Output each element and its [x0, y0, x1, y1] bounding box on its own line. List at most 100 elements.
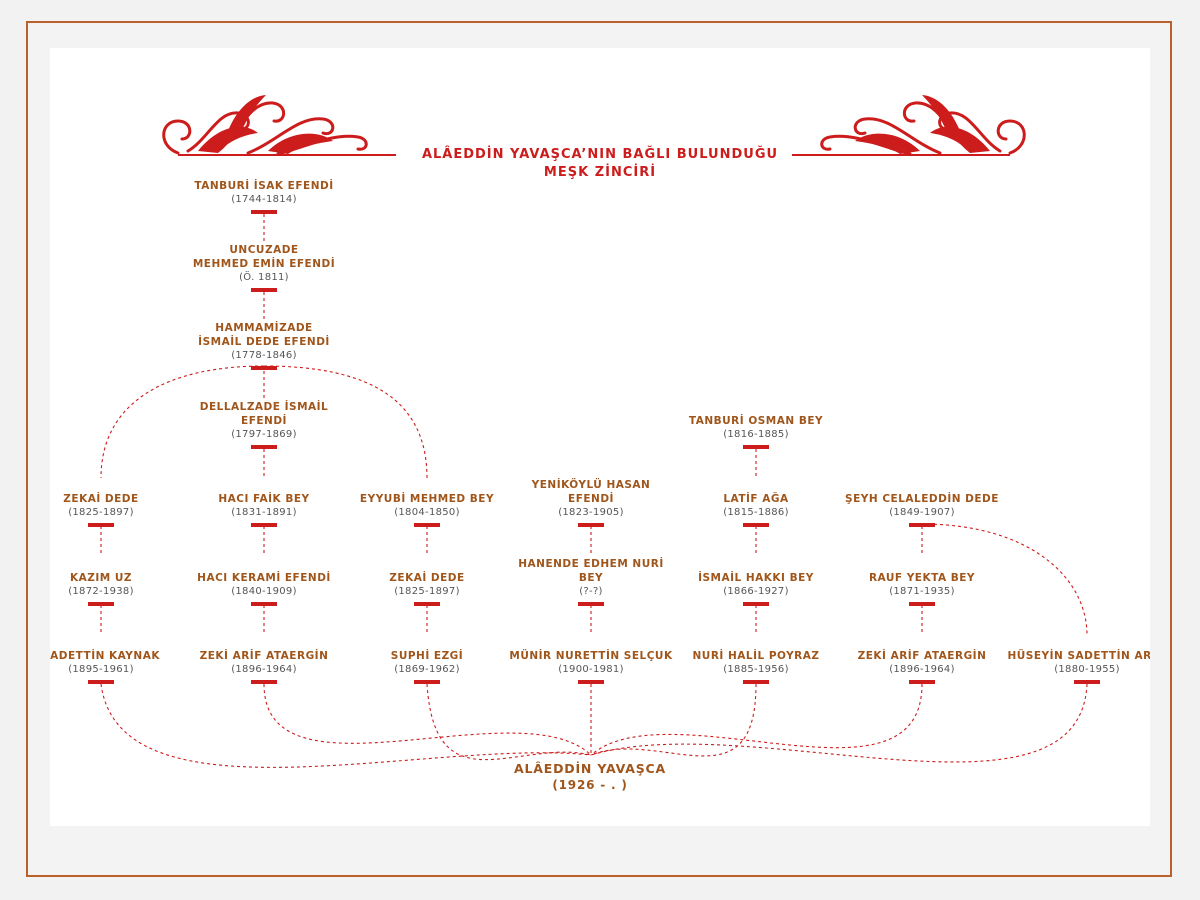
- person-dates: (1778-1846): [231, 350, 297, 361]
- person-dates: (1869-1962): [394, 664, 460, 675]
- person-hanende-edhem: HANENDE EDHEM NURİ BEY (?-?): [491, 557, 691, 599]
- person-huseyin-sadettin: HÜSEYİN SADETTİN AREL (1880-1955): [987, 649, 1150, 677]
- person-name: ZEKAİ DEDE: [63, 493, 139, 505]
- scroll-ornament-left-icon: [162, 95, 396, 156]
- person-zeki-arif-ataergin-2: ZEKİ ARİF ATAERGİN (1896-1964): [822, 649, 1022, 677]
- person-bar: [251, 366, 277, 370]
- person-dates: (1896-1964): [889, 664, 955, 675]
- person-bar: [251, 288, 277, 292]
- person-name: DELLALZADE İSMAİL EFENDİ: [199, 401, 329, 427]
- person-zekai-dede: ZEKAİ DEDE (1825-1897): [50, 492, 201, 520]
- person-dates: (1880-1955): [1054, 664, 1120, 675]
- person-dates: (1831-1891): [231, 507, 297, 518]
- person-name: ZEKAİ DEDE: [389, 572, 465, 584]
- person-dates: (1896-1964): [231, 664, 297, 675]
- person-bar: [578, 602, 604, 606]
- person-dates: (1825-1897): [394, 586, 460, 597]
- person-dates: (1840-1909): [231, 586, 297, 597]
- person-bar: [251, 210, 277, 214]
- person-bar: [909, 523, 935, 527]
- person-bar: [88, 602, 114, 606]
- person-kazim-uz: KAZIM UZ (1872-1938): [50, 571, 201, 599]
- person-name: HACI FAİK BEY: [218, 493, 310, 505]
- person-eyyubi: EYYUBİ MEHMED BEY (1804-1850): [327, 492, 527, 520]
- person-bar: [909, 680, 935, 684]
- final-student-name: ALÂEDDİN YAVAŞCA: [514, 761, 666, 776]
- person-name: ŞEYH CELALEDDİN DEDE: [845, 493, 999, 505]
- person-bar: [251, 602, 277, 606]
- person-name: KAZIM UZ: [69, 572, 133, 584]
- person-munir-nurettin: MÜNİR NURETTİN SELÇUK (1900-1981): [491, 649, 691, 677]
- person-dellalzade: DELLALZADE İSMAİL EFENDİ (1797-1869): [164, 400, 364, 442]
- link-celaleddin-huseyin: [921, 523, 1088, 636]
- person-dates: (1797-1869): [231, 429, 297, 440]
- link-hammamizade-eyyubi: [263, 365, 428, 479]
- person-name: SUPHİ EZGİ: [390, 650, 464, 662]
- link-zeki-arif-1-final: [263, 683, 592, 756]
- person-haci-faik: HACI FAİK BEY (1831-1891): [164, 492, 364, 520]
- person-name: TANBURİ OSMAN BEY: [688, 415, 824, 427]
- lineage-links: [100, 214, 1088, 768]
- final-student: ALÂEDDİN YAVAŞCA (1926 - . ): [440, 760, 740, 794]
- person-bar: [578, 680, 604, 684]
- person-bar: [743, 602, 769, 606]
- person-dates: (1816-1885): [723, 429, 789, 440]
- person-bar: [414, 523, 440, 527]
- person-dates: (1872-1938): [68, 586, 134, 597]
- person-dates: (1849-1907): [889, 507, 955, 518]
- person-dates: (1815-1886): [723, 507, 789, 518]
- person-name: UNCUZADE MEHMED EMİN EFENDİ: [192, 244, 336, 270]
- person-seyh-celaleddin: ŞEYH CELALEDDİN DEDE (1849-1907): [822, 492, 1022, 520]
- person-dates: (1804-1850): [394, 507, 460, 518]
- person-dates: (1823-1905): [558, 507, 624, 518]
- person-bar: [251, 445, 277, 449]
- person-dates: (1871-1935): [889, 586, 955, 597]
- person-dates: (Ö. 1811): [239, 272, 289, 283]
- title-line-1: ALÂEDDİN YAVAŞCA’NIN BAĞLI BULUNDUĞU: [421, 147, 779, 162]
- person-yenikoylu: YENİKÖYLÜ HASAN EFENDİ (1823-1905): [491, 478, 691, 520]
- person-nuri-halil: NURİ HALİL POYRAZ (1885-1956): [656, 649, 856, 677]
- person-name: MÜNİR NURETTİN SELÇUK: [509, 650, 673, 662]
- person-bar: [414, 602, 440, 606]
- person-tanburi-osman: TANBURİ OSMAN BEY (1816-1885): [656, 414, 856, 442]
- link-suphi-final: [426, 683, 592, 761]
- person-dates: (1744-1814): [231, 194, 297, 205]
- person-zekai-dede-2: ZEKAİ DEDE (1825-1897): [327, 571, 527, 599]
- person-bar: [578, 523, 604, 527]
- person-suphi-ezgi: SUPHİ EZGİ (1869-1962): [327, 649, 527, 677]
- person-dates: (?-?): [579, 586, 603, 597]
- person-sadettin-kaynak: SADETTİN KAYNAK (1895-1961): [50, 649, 201, 677]
- person-name: TANBURİ İSAK EFENDİ: [194, 180, 334, 192]
- person-name: HAMMAMİZADE İSMAİL DEDE EFENDİ: [198, 322, 330, 348]
- person-name: SADETTİN KAYNAK: [50, 650, 160, 662]
- person-bar: [88, 680, 114, 684]
- person-name: ZEKİ ARİF ATAERGİN: [857, 650, 987, 662]
- person-latif-aga: LATİF AĞA (1815-1886): [656, 492, 856, 520]
- link-hammamizade-zekai: [100, 365, 265, 479]
- person-name: HÜSEYİN SADETTİN AREL: [1007, 650, 1150, 662]
- person-name: RAUF YEKTA BEY: [868, 572, 976, 584]
- diagram-title: ALÂEDDİN YAVAŞCA’NIN BAĞLI BULUNDUĞU MEŞ…: [390, 146, 810, 182]
- link-nuri-final: [590, 683, 757, 757]
- person-dates: (1885-1956): [723, 664, 789, 675]
- person-bar: [743, 523, 769, 527]
- person-dates: (1825-1897): [68, 507, 134, 518]
- person-bar: [909, 602, 935, 606]
- person-bar: [743, 680, 769, 684]
- person-bar: [88, 523, 114, 527]
- person-name: LATİF AĞA: [723, 493, 789, 505]
- person-name: NURİ HALİL POYRAZ: [692, 650, 820, 662]
- diagram-canvas: ALÂEDDİN YAVAŞCA’NIN BAĞLI BULUNDUĞU MEŞ…: [50, 48, 1150, 826]
- person-name: ZEKİ ARİF ATAERGİN: [199, 650, 329, 662]
- person-haci-kerami: HACI KERAMİ EFENDİ (1840-1909): [164, 571, 364, 599]
- person-ismail-hakki: İSMAİL HAKKI BEY (1866-1927): [656, 571, 856, 599]
- title-line-2: MEŞK ZİNCİRİ: [543, 165, 657, 180]
- person-zeki-arif-ataergin: ZEKİ ARİF ATAERGİN (1896-1964): [164, 649, 364, 677]
- person-hammamizade: HAMMAMİZADE İSMAİL DEDE EFENDİ (1778-184…: [164, 321, 364, 363]
- person-name: HACI KERAMİ EFENDİ: [197, 572, 331, 584]
- final-student-dates: (1926 - . ): [552, 778, 628, 792]
- person-name: HANENDE EDHEM NURİ BEY: [518, 558, 664, 584]
- link-huseyin-final: [590, 683, 1088, 763]
- person-dates: (1900-1981): [558, 664, 624, 675]
- person-name: İSMAİL HAKKI BEY: [698, 572, 814, 584]
